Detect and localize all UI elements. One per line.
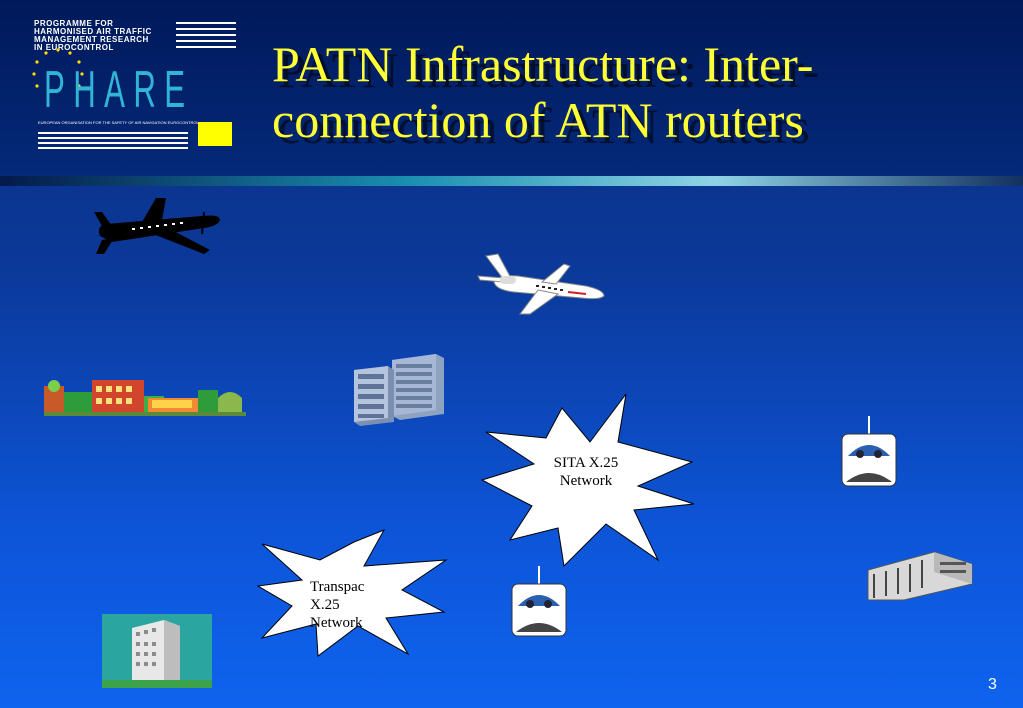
sita-line: SITA X.25 (553, 455, 619, 471)
title-shadow: PATN Infrastructure: Inter-connection of… (278, 42, 820, 154)
page-number: 3 (988, 676, 997, 693)
town-icon (44, 380, 246, 416)
transpac-network-bubble (256, 529, 448, 657)
programme-line: IN EUROCONTROL (34, 43, 114, 52)
transpac-line: Network (310, 615, 363, 631)
transpac-line: Transpac (310, 579, 365, 595)
sita-network-label: SITA X.25 Network (536, 454, 636, 490)
programme-text: PROGRAMME FOR HARMONISED AIR TRAFFIC MAN… (34, 20, 184, 52)
slide-title: PATN Infrastructure: Inter- connection o… (272, 36, 992, 148)
propeller-plane-icon (94, 198, 220, 254)
transpac-network-label: Transpac X.25 Network (298, 578, 388, 632)
cockpit-icon (511, 566, 567, 637)
transpac-line: X.25 (310, 597, 340, 613)
factory-icon (867, 551, 973, 601)
programme-line: MANAGEMENT RESEARCH (34, 35, 149, 44)
title-line: connection of ATN routers (272, 92, 804, 148)
eu-stars-icon (32, 48, 84, 88)
yellow-bullet (198, 122, 232, 146)
server-icon (354, 354, 444, 426)
title-line: PATN Infrastructure: Inter- (272, 36, 814, 92)
logo-bottom-stripes (38, 128, 188, 152)
slide-header (0, 0, 1023, 180)
logo-stripes (176, 22, 236, 52)
cockpit-icon (841, 416, 897, 487)
sita-network-bubble (480, 393, 695, 568)
phare-wordmark: PHARE (44, 61, 194, 119)
office-tower-icon (102, 614, 212, 688)
programme-line: PROGRAMME FOR (34, 19, 114, 28)
phare-logo: PROGRAMME FOR HARMONISED AIR TRAFFIC MAN… (24, 16, 244, 156)
eu-org-text: EUROPEAN ORGANISATION FOR THE SAFETY OF … (38, 120, 199, 125)
business-jet-icon (477, 253, 605, 315)
header-rule (0, 176, 1023, 186)
sita-line: Network (559, 473, 613, 489)
programme-line: HARMONISED AIR TRAFFIC (34, 27, 152, 36)
